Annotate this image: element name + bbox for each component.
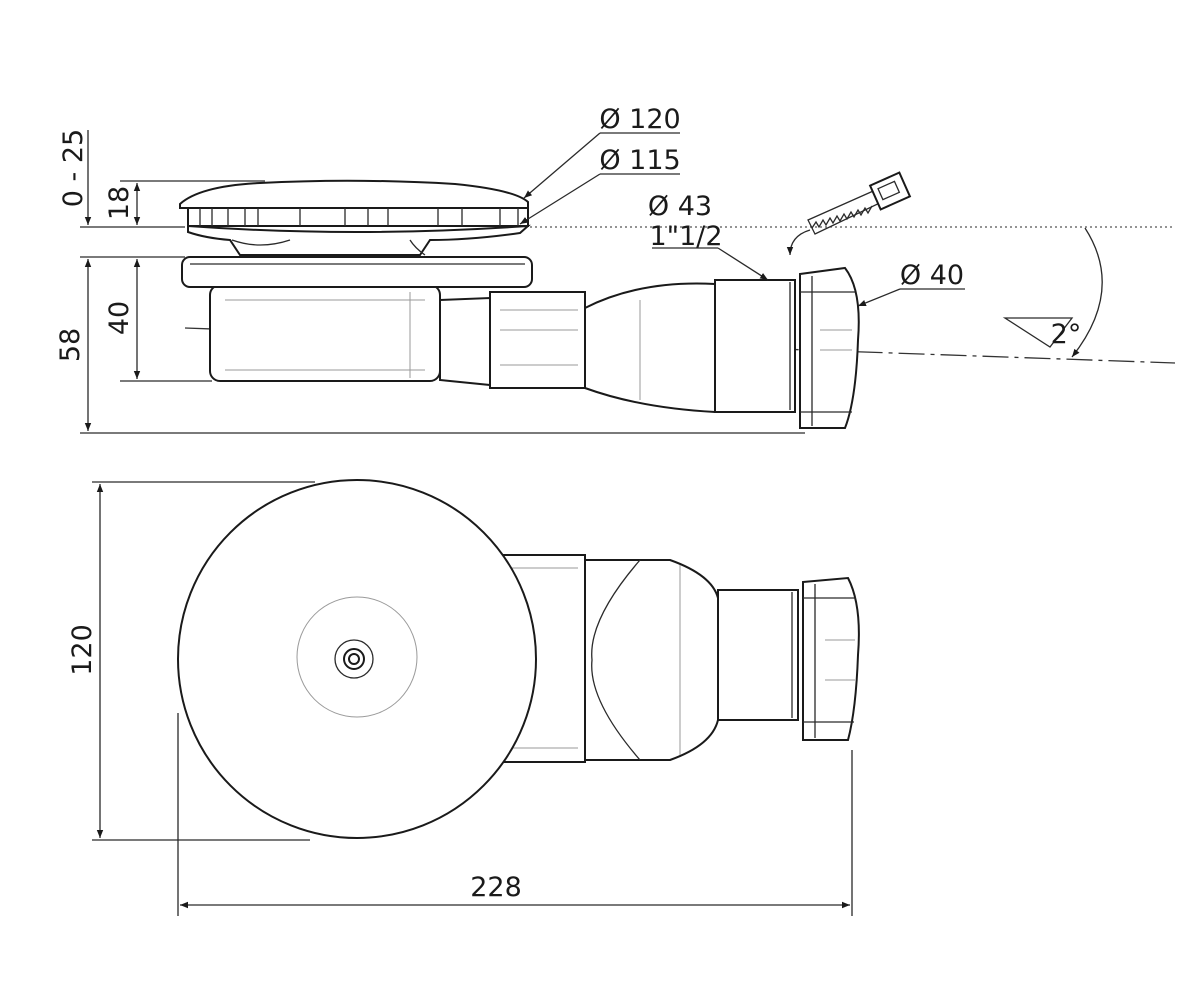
- label-flange-diameter: Ø 115: [599, 145, 680, 176]
- label-outlet-diameter: Ø 40: [900, 260, 964, 291]
- label-pipe-thread: 1"1/2: [649, 221, 722, 252]
- side-view: Ø 120 Ø 115 Ø 43 1"1/2 Ø 40 2° 0 - 25 18…: [55, 104, 1176, 434]
- label-cover-height: 18: [104, 186, 135, 220]
- outlet-nut-top: [802, 576, 860, 741]
- drain-flange: [181, 256, 533, 288]
- label-pipe-diameter: Ø 43: [648, 191, 712, 222]
- slope-arc: [1071, 227, 1103, 358]
- vertical-dimensions: [80, 130, 805, 434]
- label-adjust-range: 0 - 25: [58, 129, 89, 207]
- leader-lines: [519, 132, 965, 307]
- drain-cover: [179, 179, 529, 227]
- top-dimensions: [92, 481, 853, 916]
- label-width: 120: [67, 624, 98, 676]
- drain-body: [209, 284, 441, 382]
- slope-triangle-icon: [1002, 317, 1074, 348]
- top-view: 120 228: [67, 479, 860, 916]
- label-slope: 2°: [1051, 319, 1082, 350]
- drain-cover-top: [177, 479, 537, 839]
- label-cover-diameter: Ø 120: [599, 104, 680, 135]
- outlet-nut: [799, 266, 860, 429]
- saw-cut-icon: [786, 171, 912, 256]
- label-length: 228: [470, 872, 522, 903]
- label-total-height: 58: [55, 328, 86, 362]
- label-body-height: 40: [104, 301, 135, 335]
- drain-grate: [187, 224, 531, 256]
- outlet-pipe: [439, 279, 796, 414]
